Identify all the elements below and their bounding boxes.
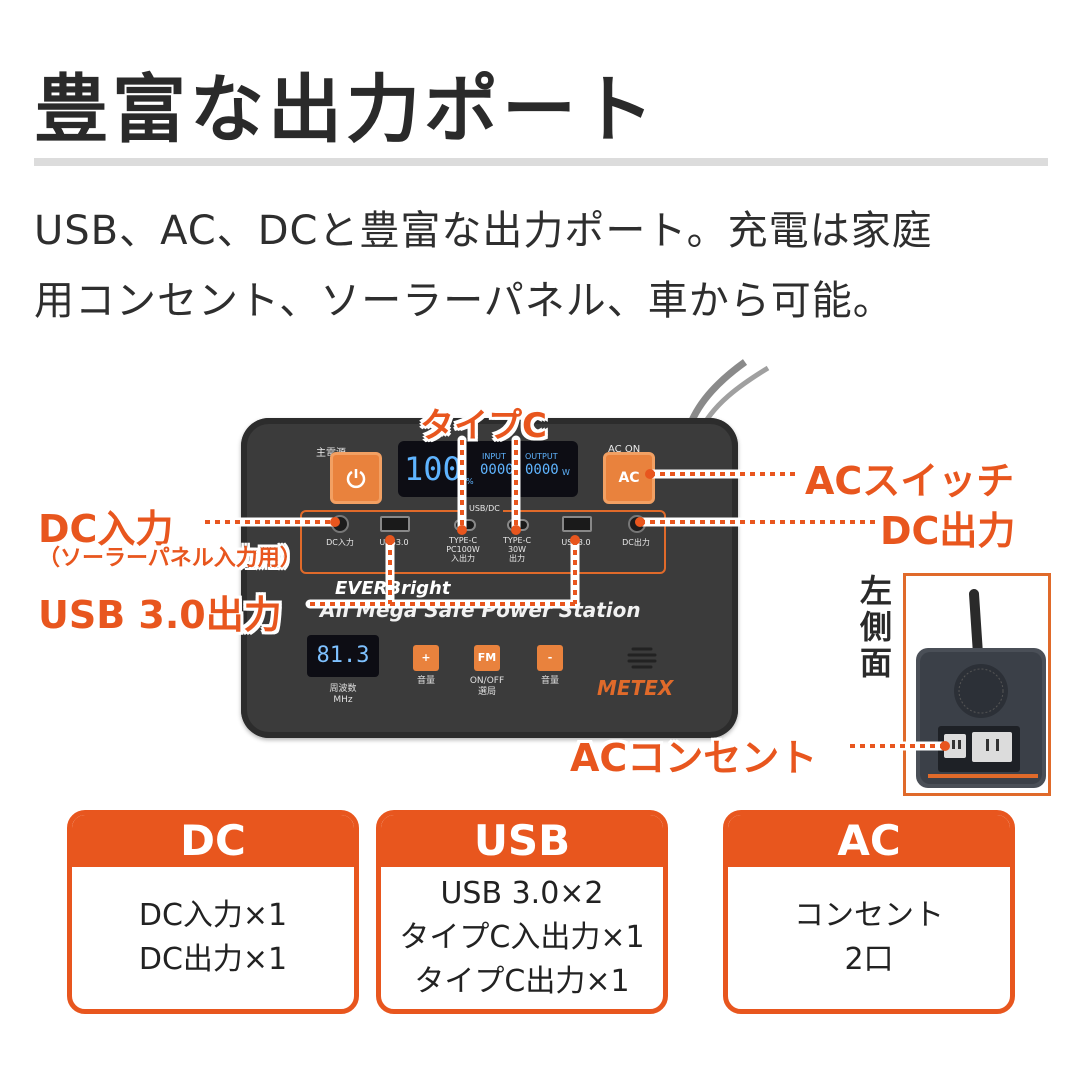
volume-up-button[interactable]: + (413, 645, 439, 671)
callout-type-c: タイプC (420, 406, 547, 446)
typec-port-1-label: TYPE-C PC100W 入出力 (446, 536, 480, 563)
callout-ac-switch: ACスイッチ (805, 459, 1015, 503)
lcd-input-label: INPUT (482, 452, 506, 461)
side-view-illustration (916, 589, 1046, 788)
card-usb-line: タイプC入出力×1 (399, 920, 645, 955)
usb-dc-label: USB/DC (466, 504, 503, 513)
main-power-button[interactable] (330, 452, 382, 504)
usb-port-1[interactable] (380, 516, 410, 532)
power-icon (346, 469, 366, 489)
brand-tagline: All Mega Safe Power Station (320, 598, 641, 622)
callout-dc-output: DC出力 (880, 509, 1016, 553)
maker-logo: METEX (597, 676, 674, 700)
description-line-2: 用コンセント、ソーラーパネル、車から可能。 (34, 278, 894, 324)
dc-input-port-label: DC入力 (326, 538, 354, 547)
card-ac-line: コンセント (794, 898, 944, 933)
card-dc-line: DC出力×1 (138, 942, 288, 977)
lcd-input-value: 0000 (480, 462, 514, 478)
side-view-inset (903, 573, 1051, 796)
lcd-output-label: OUTPUT (525, 452, 558, 461)
fm-frequency-display: 81.3 (307, 635, 379, 677)
card-usb: USB USB 3.0×2 タイプC入出力×1 タイプC出力×1 (376, 810, 668, 1014)
card-dc-title: DC (72, 815, 354, 867)
ac-power-button[interactable]: AC (603, 452, 655, 504)
usb-port-1-label: USB3.0 (379, 538, 409, 547)
typec-port-1[interactable] (454, 519, 476, 531)
card-usb-title: USB (381, 815, 663, 867)
card-ac-line: 2口 (844, 942, 894, 977)
ac-on-label: AC ON (608, 444, 641, 455)
main-lcd (398, 441, 578, 497)
card-ac-title: AC (728, 815, 1010, 867)
callout-ac-outlet: ACコンセント (570, 736, 818, 780)
dc-output-port[interactable] (628, 515, 646, 533)
typec-port-2-label: TYPE-C 30W 出力 (502, 536, 532, 563)
lcd-output-value: 0000 (525, 462, 559, 478)
dc-input-port[interactable] (331, 515, 349, 533)
description-line-1: USB、AC、DCと豊富な出力ポート。充電は家庭 (34, 208, 933, 254)
card-usb-line: タイプC出力×1 (414, 964, 630, 999)
volume-up-label: 音量 (416, 676, 435, 686)
typec-port-2[interactable] (507, 519, 529, 531)
frequency-label: 周波数 MHz (329, 684, 357, 705)
side-view-label: 左側面 (859, 572, 892, 682)
card-dc-line: DC入力×1 (138, 898, 288, 933)
card-usb-line: USB 3.0×2 (440, 876, 604, 911)
callout-dc-input-sub: （ソーラーパネル入力用） (38, 546, 302, 571)
usb-port-2[interactable] (562, 516, 592, 532)
card-dc: DC DC入力×1 DC出力×1 (67, 810, 359, 1014)
speaker-grille-icon (627, 647, 657, 669)
callout-dc-input: DC入力 (38, 507, 174, 551)
lcd-percent: 100 (404, 450, 462, 488)
brand-logo: EVERBright (335, 578, 451, 599)
fm-button-label: ON/OFF 選局 (469, 676, 505, 697)
lcd-percent-unit: % (466, 477, 474, 486)
description: USB、AC、DCと豊富な出力ポート。充電は家庭 用コンセント、ソーラーパネル、… (34, 196, 1054, 336)
page-title: 豊富な出力ポート (34, 67, 658, 153)
dc-output-port-label: DC出力 (622, 538, 650, 547)
volume-down-label: 音量 (540, 676, 559, 686)
usb-port-2-label: USB3.0 (561, 538, 591, 547)
callout-usb30-output: USB 3.0出力 (38, 593, 282, 637)
title-divider (34, 158, 1048, 166)
lcd-output-unit: W (562, 468, 570, 477)
volume-down-button[interactable]: - (537, 645, 563, 671)
card-ac: AC コンセント 2口 (723, 810, 1015, 1014)
fm-button[interactable]: FM (474, 645, 500, 671)
